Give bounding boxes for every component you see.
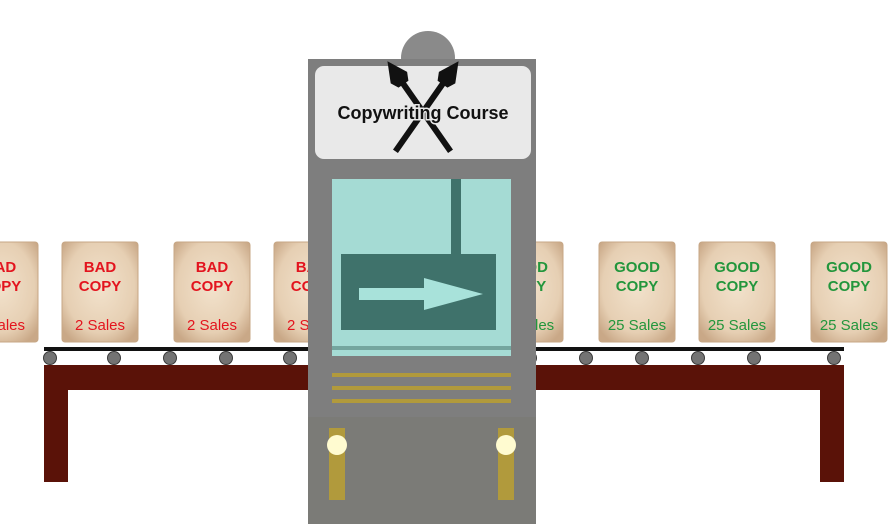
bag-label-line2: COPY xyxy=(716,278,759,295)
bag-label-line2: COPY xyxy=(616,278,659,295)
copy-bag: BAD COPY 2 Sales xyxy=(0,241,39,343)
bag-label-line1: GOOD xyxy=(614,259,660,276)
roller xyxy=(579,351,593,365)
roller xyxy=(163,351,177,365)
bag-label-line2: COPY xyxy=(0,278,21,295)
bag-label-line1: GOOD xyxy=(826,259,872,276)
arrow-right-icon xyxy=(359,278,483,310)
table-right-leg xyxy=(820,388,844,482)
bag-label-line1: GOOD xyxy=(714,259,760,276)
bag-sales: 25 Sales xyxy=(820,317,878,334)
roller xyxy=(43,351,57,365)
copy-bag: BAD COPY 2 Sales xyxy=(173,241,251,343)
stripe-2 xyxy=(332,386,511,390)
table-left-leg xyxy=(44,388,68,482)
roller xyxy=(635,351,649,365)
piston-rod xyxy=(451,179,461,255)
copy-bag: GOOD COPY 25 Sales xyxy=(810,241,888,343)
left-light xyxy=(327,435,347,455)
bag-sales: 2 Sales xyxy=(187,317,237,334)
bag-label-line1: BAD xyxy=(196,259,229,276)
bag-label-line2: COPY xyxy=(828,278,871,295)
roller xyxy=(691,351,705,365)
copywriting-machine: Copywriting Course xyxy=(308,31,536,524)
bag-label-line2: COPY xyxy=(191,278,234,295)
bag-label-line2: COPY xyxy=(79,278,122,295)
bag-body xyxy=(598,241,676,343)
bag-body xyxy=(698,241,776,343)
copy-bag: BAD COPY 2 Sales xyxy=(61,241,139,343)
sign-title: Copywriting Course xyxy=(337,103,508,123)
crossed-fountain-pens-icon xyxy=(387,61,459,154)
bag-body xyxy=(173,241,251,343)
roller xyxy=(283,351,297,365)
copy-bag: GOOD COPY 25 Sales xyxy=(698,241,776,343)
roller xyxy=(219,351,233,365)
stripe-1 xyxy=(332,373,511,377)
bag-body xyxy=(0,241,39,343)
bag-label-line1: BAD xyxy=(84,259,117,276)
bag-body xyxy=(61,241,139,343)
bag-label-line1: BAD xyxy=(0,259,16,276)
bag-body xyxy=(810,241,888,343)
bag-sales: 25 Sales xyxy=(708,317,766,334)
bag-sales: 2 Sales xyxy=(0,317,25,334)
roller xyxy=(107,351,121,365)
bag-sales: 25 Sales xyxy=(608,317,666,334)
copy-bag: GOOD COPY 25 Sales xyxy=(598,241,676,343)
stripe-3 xyxy=(332,399,511,403)
right-light xyxy=(496,435,516,455)
roller xyxy=(827,351,841,365)
bag-sales: 2 Sales xyxy=(75,317,125,334)
roller xyxy=(747,351,761,365)
glass-inner-belt xyxy=(332,346,511,350)
